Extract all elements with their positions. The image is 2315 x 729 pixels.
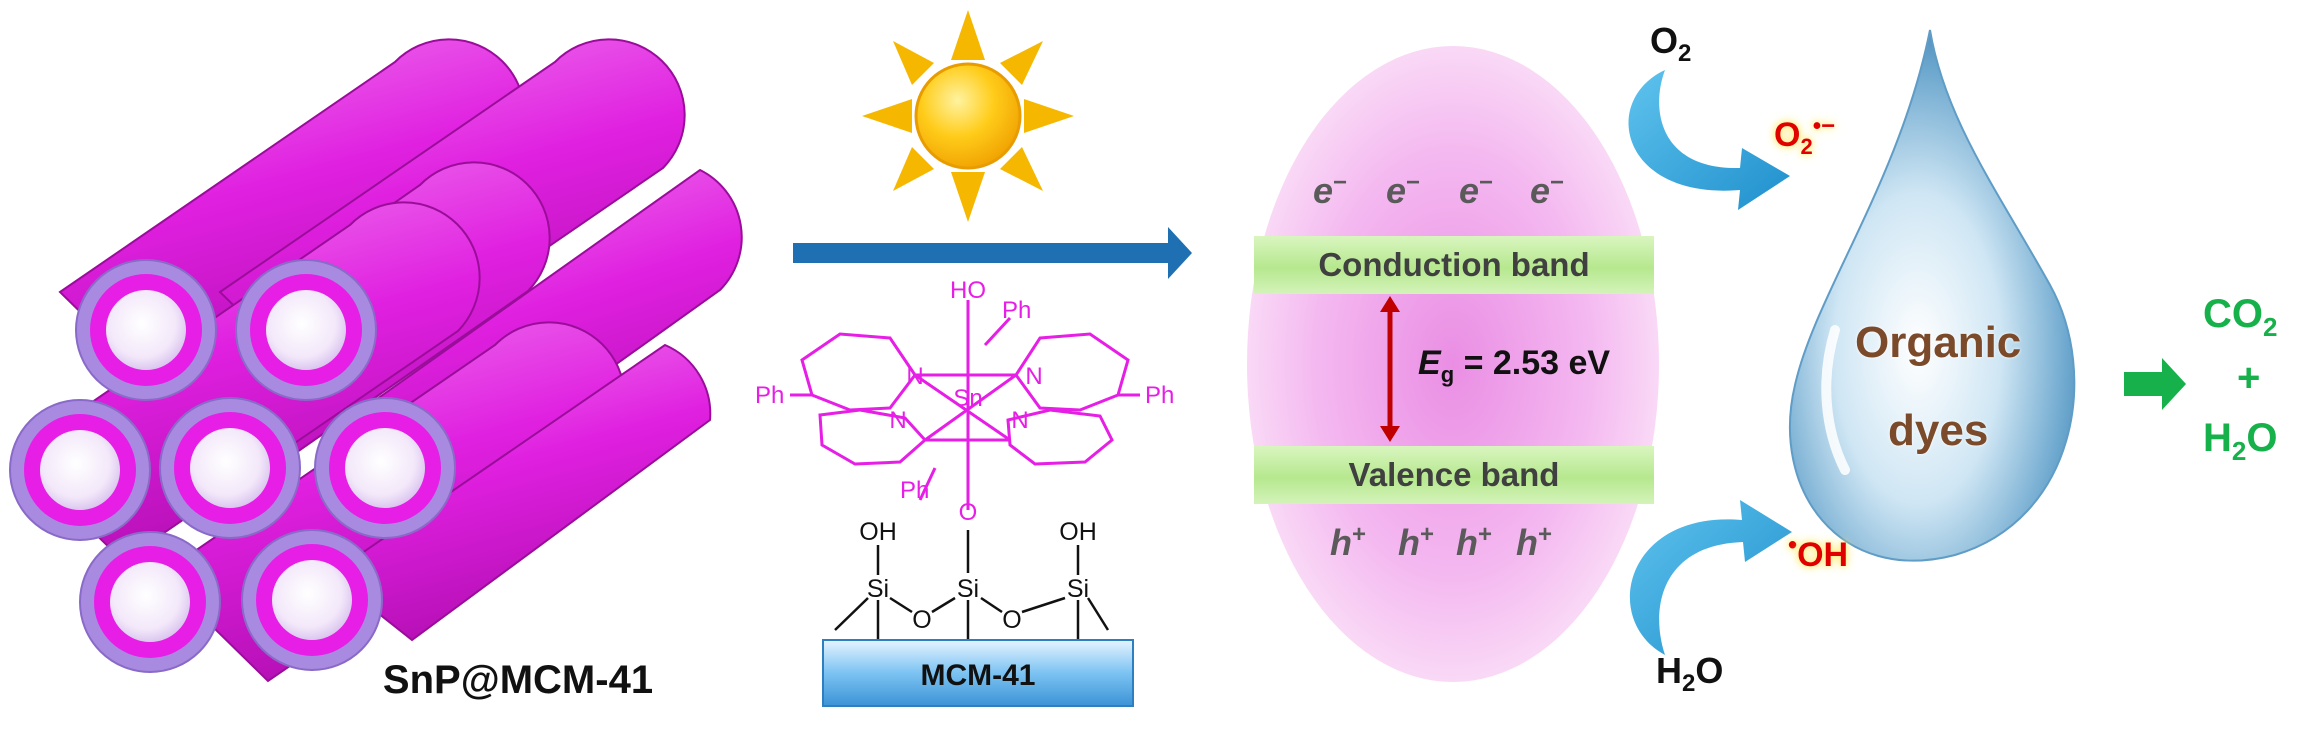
superoxide-radical-label: O2•− xyxy=(1774,112,1836,159)
water-oxidation-arrow xyxy=(1629,500,1792,655)
oxygen-label: O2 xyxy=(1650,20,1692,68)
material-label: SnP@MCM-41 xyxy=(383,658,653,702)
tube-end xyxy=(9,399,151,541)
nitrogen-label: N xyxy=(1011,407,1028,434)
droplet-label-line2: dyes xyxy=(1888,406,1989,455)
silica-linkage xyxy=(834,530,1110,640)
electron-label: e− xyxy=(1313,169,1348,211)
hydroxyl-radical-label: •OH xyxy=(1788,529,1849,574)
silicon-label: Si xyxy=(867,575,889,603)
silanol-label: OH xyxy=(1059,518,1097,546)
sn-porphyrin-structure xyxy=(790,300,1140,510)
band-gap-label: Eg = 2.53 eV xyxy=(1418,344,1611,387)
electron-label: e− xyxy=(1386,169,1421,211)
organic-dye-droplet xyxy=(1789,29,2076,562)
phenyl-label: Ph xyxy=(1145,382,1174,409)
hole-label: h+ xyxy=(1330,521,1367,563)
hole-label: h+ xyxy=(1398,521,1435,563)
product-arrow xyxy=(2124,358,2186,410)
sun-icon xyxy=(862,10,1074,222)
silicon-label: Si xyxy=(957,575,979,603)
support-label: MCM-41 xyxy=(920,659,1035,692)
carbon-dioxide-label: CO2 xyxy=(2203,292,2278,342)
light-arrow xyxy=(793,227,1192,279)
tube-end xyxy=(314,397,456,539)
tube-end xyxy=(235,259,377,401)
nitrogen-label: N xyxy=(906,363,923,390)
tube-openings xyxy=(9,259,456,673)
hole-label: h+ xyxy=(1516,521,1553,563)
conduction-band: Conduction band xyxy=(1254,236,1654,294)
bridge-oxygen-label: O xyxy=(1002,606,1021,634)
porphyrin-labels: HO Ph Ph Ph Ph Sn N N N N O xyxy=(755,277,1174,526)
product-water-label: H2O xyxy=(2203,416,2278,466)
oxygen-reduction-arrow xyxy=(1628,70,1790,210)
phenyl-label: Ph xyxy=(900,477,929,504)
electron-label: e− xyxy=(1530,169,1565,211)
silanol-label: OH xyxy=(859,518,897,546)
photocatalyst-ellipse xyxy=(1247,46,1659,682)
phenyl-label: Ph xyxy=(1002,297,1031,324)
axial-oxygen-label: O xyxy=(959,499,978,526)
tube-end xyxy=(75,259,217,401)
tube-end xyxy=(79,531,221,673)
nitrogen-label: N xyxy=(889,407,906,434)
tube-end xyxy=(159,397,301,539)
band-gap-arrow xyxy=(1380,296,1400,442)
electron-label: e− xyxy=(1459,169,1494,211)
silica-labels: OH OH Si Si Si O O xyxy=(859,518,1097,634)
phenyl-label: Ph xyxy=(755,382,784,409)
valence-band: Valence band xyxy=(1254,446,1654,504)
hole-label: h+ xyxy=(1456,521,1493,563)
tin-label: Sn xyxy=(953,385,982,412)
mcm-41-support: MCM-41 xyxy=(822,639,1134,707)
bridge-oxygen-label: O xyxy=(912,606,931,634)
silicon-label: Si xyxy=(1067,575,1089,603)
water-label: H2O xyxy=(1656,650,1724,698)
droplet-label-line1: Organic xyxy=(1855,318,2022,367)
plus-sign: + xyxy=(2237,356,2261,400)
tube-end xyxy=(241,529,383,671)
axial-hydroxyl-label: HO xyxy=(950,277,986,304)
nitrogen-label: N xyxy=(1025,363,1042,390)
